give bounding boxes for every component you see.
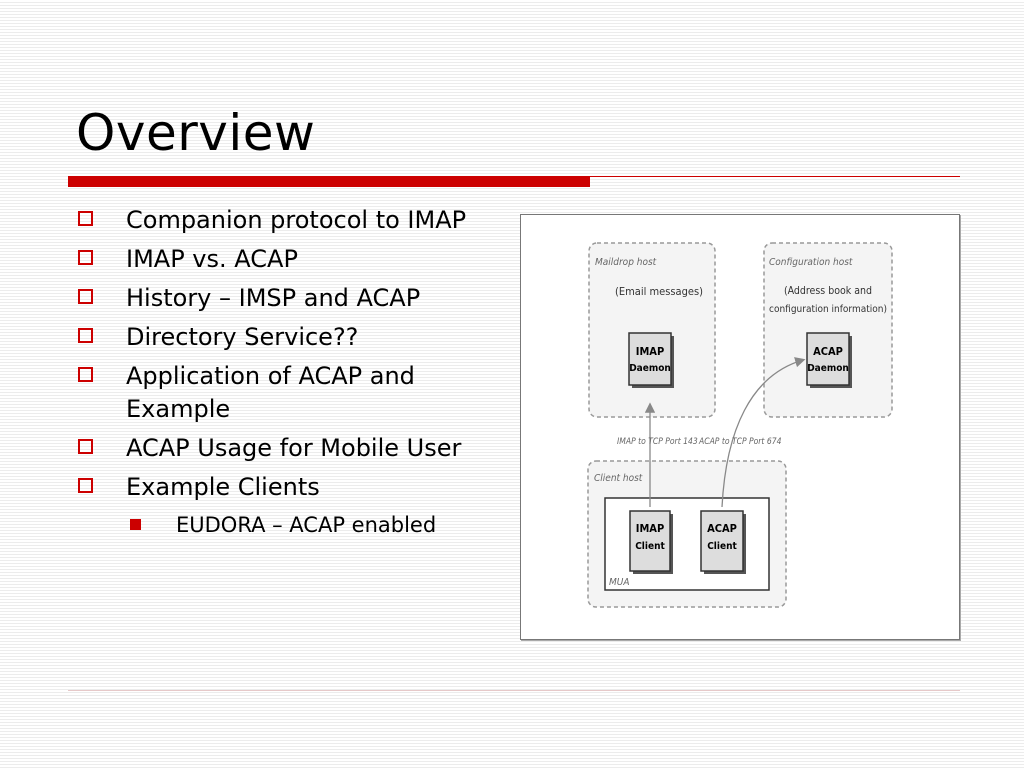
hollow-square-bullet-icon	[78, 289, 93, 304]
bullet-item: History – IMSP and ACAP	[76, 282, 506, 315]
filled-square-bullet-icon	[130, 519, 141, 530]
footer-rule	[68, 690, 960, 691]
hollow-square-bullet-icon	[78, 250, 93, 265]
imap-port-label: IMAP to TCP Port 143	[617, 437, 698, 447]
hollow-square-bullet-icon	[78, 439, 93, 454]
architecture-diagram: Maildrop host (Email messages) IMAP Daem…	[520, 214, 960, 640]
bullet-text: Companion protocol to IMAP	[126, 206, 467, 234]
bullet-item: Example Clients	[76, 471, 506, 504]
bullet-item: Directory Service??	[76, 321, 506, 354]
configuration-host-label: Configuration host	[769, 257, 853, 268]
bullet-list: Companion protocol to IMAP IMAP vs. ACAP…	[76, 204, 506, 541]
hollow-square-bullet-icon	[78, 211, 93, 226]
maildrop-host-box	[588, 242, 716, 418]
configuration-note-line2: configuration information)	[769, 304, 887, 315]
acap-daemon-line1: ACAP	[813, 345, 843, 358]
hollow-square-bullet-icon	[78, 478, 93, 493]
bullet-text: Application of ACAP and Example	[126, 362, 415, 423]
title-underline-thin	[590, 176, 960, 177]
mua-label: MUA	[609, 577, 630, 588]
bullet-item: IMAP vs. ACAP	[76, 243, 506, 276]
bullet-text: ACAP Usage for Mobile User	[126, 434, 462, 462]
bullet-text: Directory Service??	[126, 323, 359, 351]
configuration-note-line1: (Address book and	[784, 285, 872, 297]
acap-client-line2: Client	[707, 541, 737, 552]
imap-client-line2: Client	[635, 541, 665, 552]
imap-client-box	[629, 510, 671, 572]
hollow-square-bullet-icon	[78, 328, 93, 343]
maildrop-host-label: Maildrop host	[595, 257, 657, 268]
imap-daemon-box	[628, 332, 672, 386]
acap-client-box	[700, 510, 744, 572]
acap-daemon-line2: Daemon	[807, 363, 849, 374]
imap-client-line1: IMAP	[636, 522, 664, 535]
sub-bullet-item: EUDORA – ACAP enabled	[76, 510, 506, 541]
configuration-host-box	[763, 242, 893, 418]
client-host-label: Client host	[594, 473, 643, 484]
bullet-item: ACAP Usage for Mobile User	[76, 432, 506, 465]
bullet-item: Companion protocol to IMAP	[76, 204, 506, 237]
slide-title: Overview	[76, 104, 316, 162]
bullet-text: Example Clients	[126, 473, 320, 501]
bullet-text: History – IMSP and ACAP	[126, 284, 421, 312]
title-underline-thick	[68, 176, 590, 187]
imap-daemon-line2: Daemon	[629, 363, 671, 374]
acap-daemon-box	[806, 332, 850, 386]
imap-daemon-line1: IMAP	[636, 345, 664, 358]
bullet-text: IMAP vs. ACAP	[126, 245, 298, 273]
acap-connection-arrow	[721, 357, 806, 508]
acap-port-label: ACAP to TCP Port 674	[698, 437, 782, 447]
sub-bullet-text: EUDORA – ACAP enabled	[176, 513, 437, 537]
maildrop-note: (Email messages)	[615, 285, 703, 298]
bullet-item: Application of ACAP and Example	[76, 360, 506, 426]
acap-client-line1: ACAP	[707, 522, 737, 535]
hollow-square-bullet-icon	[78, 367, 93, 382]
